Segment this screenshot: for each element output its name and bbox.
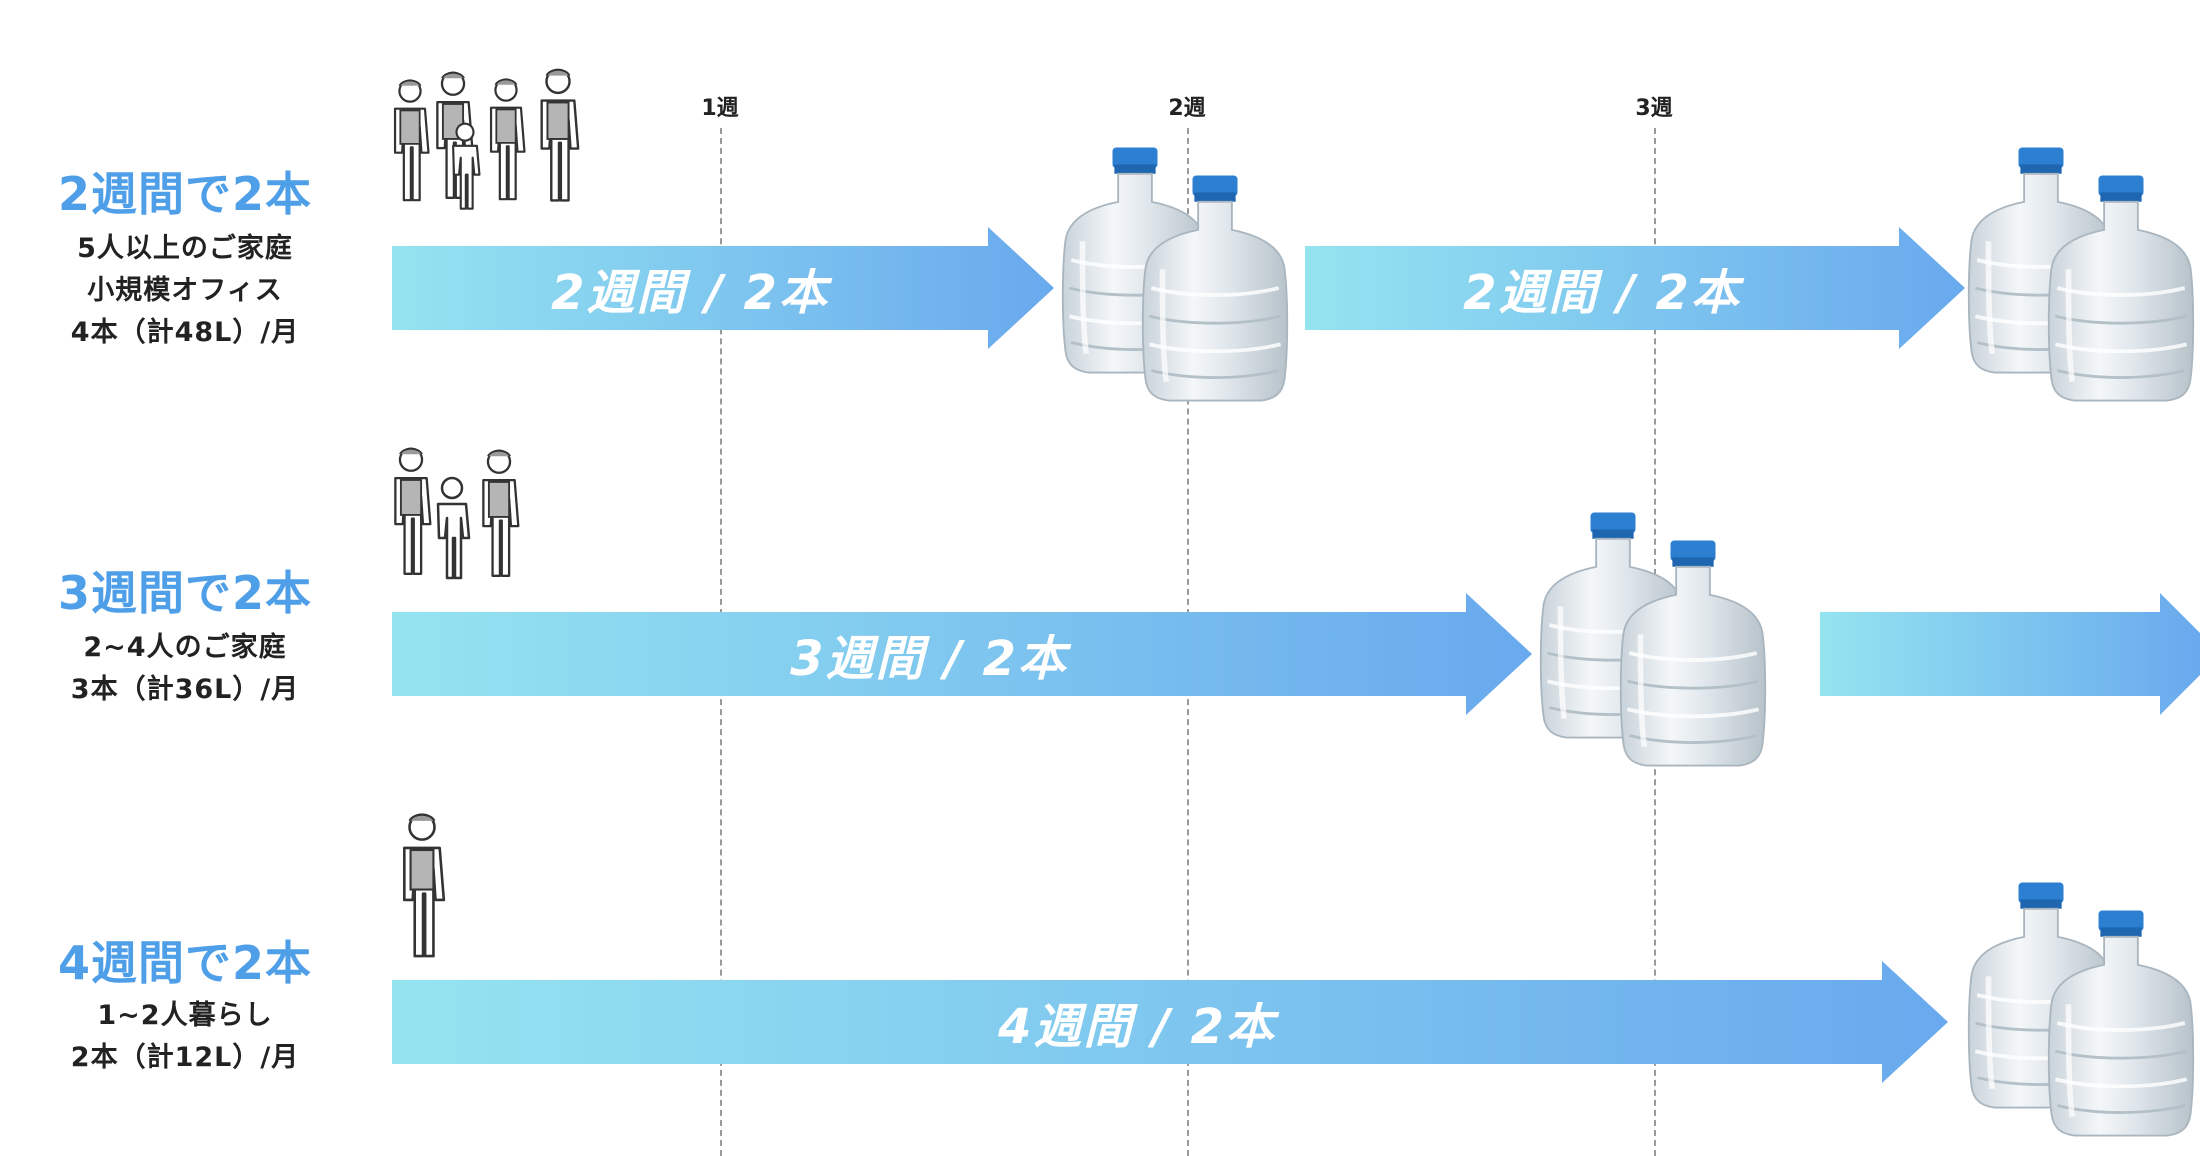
single-person-icon [402,813,446,958]
plan-4week-desc-line-1: 1~2人暮らし [97,1000,273,1031]
family-3-person-icon [394,447,520,580]
plan-3week-title: 3週間で2本 [57,566,312,620]
plan-2week-arrow-1 [392,227,1054,349]
family-5-person-icon [393,68,580,210]
plan-4week-title: 4週間で2本 [57,936,312,990]
plan-2week-title: 2週間で2本 [57,167,312,221]
plan-4week-desc-line-2: 2本（計12L）/月 [70,1042,300,1073]
week-2-label: 2週 [1168,96,1206,121]
plan-4week-description: 1~2人暮らし 2本（計12L）/月 [0,995,370,1079]
plan-3week-description: 2~4人のご家庭 3本（計36L）/月 [0,627,370,711]
plan-2week-desc-line-1: 5人以上のご家庭 [77,233,293,264]
water-bottles-pair-2 [1966,140,2200,425]
plan-2week-desc-line-2: 小規模オフィス [87,275,283,306]
plan-4week-arrow [392,961,1948,1083]
plan-2week-description: 5人以上のご家庭 小規模オフィス 4本（計48L）/月 [0,228,370,354]
plan-3week-desc-line-2: 3本（計36L）/月 [70,674,300,705]
week-3-label: 3週 [1635,96,1673,121]
plan-3week-arrow-2 [1820,593,2200,715]
week-1-label: 1週 [701,96,739,121]
water-bottles-pair-1 [1060,140,1320,425]
plan-3week-arrow-1 [392,593,1532,715]
water-bottles-pair-4 [1966,875,2200,1156]
plan-3week-desc-line-1: 2~4人のご家庭 [83,632,287,663]
water-bottles-pair-3 [1538,505,1798,790]
plan-2week-arrow-2 [1305,227,1965,349]
plan-2week-desc-line-3: 4本（計48L）/月 [70,317,300,348]
